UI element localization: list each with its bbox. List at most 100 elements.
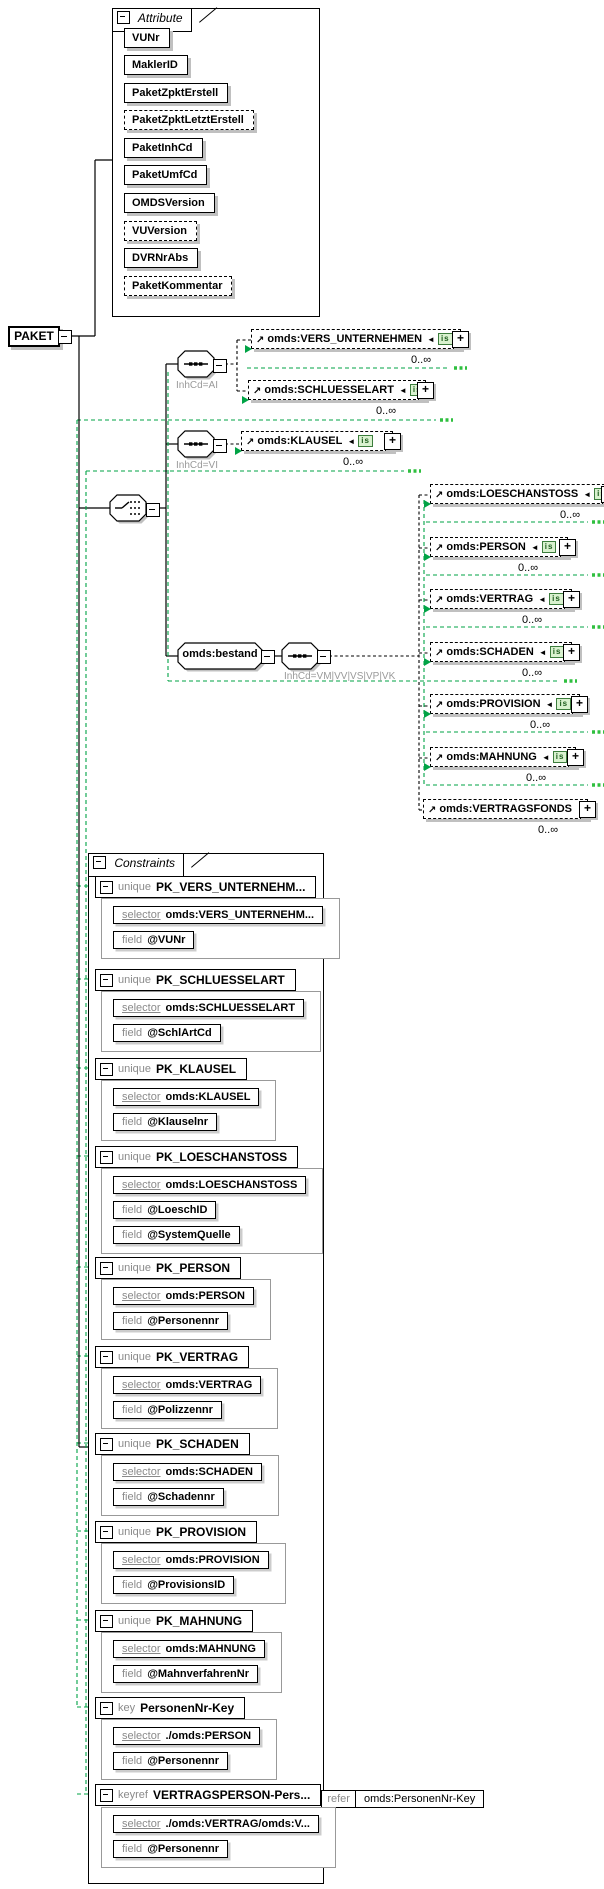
collapse-icon[interactable] [100, 1701, 113, 1715]
field-row[interactable]: field@Schadennr [113, 1487, 224, 1506]
expand-icon[interactable]: + [571, 696, 588, 713]
field-row[interactable]: field@MahnverfahrenNr [113, 1664, 258, 1683]
selector-row[interactable]: selector./omds:PERSON [113, 1726, 261, 1745]
field-row[interactable]: field@Personennr [113, 1751, 229, 1770]
collapse-icon[interactable] [146, 503, 160, 517]
attribute-item[interactable]: PaketUmfCd [124, 165, 208, 185]
collapse-icon[interactable] [100, 1437, 113, 1451]
element-name: omds:SCHLUESSELART [264, 384, 394, 396]
collapse-icon[interactable] [100, 880, 113, 894]
selector-value: omds:VERS_UNTERNEHM... [165, 908, 315, 921]
collapse-icon[interactable] [100, 1150, 113, 1164]
field-row[interactable]: field@Polizzennr [113, 1400, 222, 1419]
constraints-panel-tab[interactable]: Constraints [88, 853, 185, 877]
element-ref-omds-schluesselart[interactable]: ↗omds:SCHLUESSELART◄is+ [248, 380, 434, 400]
attribute-item[interactable]: VUVersion [124, 221, 198, 241]
field-row[interactable]: field@Personennr [113, 1311, 229, 1330]
collapse-icon[interactable] [58, 330, 72, 344]
expand-icon[interactable]: + [559, 539, 576, 556]
selector-row[interactable]: selector./omds:VERTRAG/omds:V... [113, 1814, 319, 1833]
collapse-icon[interactable] [261, 650, 275, 664]
constraint-name: PK_VERS_UNTERNEHM... [156, 880, 306, 894]
collapse-icon[interactable] [317, 650, 331, 664]
collapse-icon[interactable] [213, 359, 227, 373]
expand-icon[interactable]: + [563, 591, 580, 608]
attribute-item[interactable]: DVRNrAbs [124, 248, 199, 268]
identity-constraint-badge: is [552, 751, 568, 763]
attribute-item[interactable]: PaketZpktLetztErstell [124, 110, 254, 130]
attribute-item[interactable]: PaketInhCd [124, 138, 203, 158]
compositor-condition-label: InhCd=AI [176, 380, 218, 391]
field-row[interactable]: field@VUNr [113, 930, 195, 949]
collapse-icon[interactable] [100, 1614, 113, 1628]
attribute-item[interactable]: PaketZpktErstell [124, 83, 229, 103]
collapse-icon[interactable] [100, 1062, 113, 1076]
expand-icon[interactable]: + [567, 749, 584, 766]
element-ref-omds-vertrag[interactable]: ↗omds:VERTRAG◄is+ [430, 589, 580, 609]
field-row[interactable]: field@Klauselnr [113, 1112, 218, 1131]
expand-icon[interactable]: + [601, 486, 604, 503]
expand-icon[interactable]: + [563, 644, 580, 661]
field-row[interactable]: field@SystemQuelle [113, 1225, 240, 1244]
field-row[interactable]: field@ProvisionsID [113, 1575, 235, 1594]
root-element-paket[interactable]: PAKET [8, 326, 60, 347]
collapse-icon[interactable] [117, 11, 130, 24]
field-value: @SchlArtCd [147, 1026, 212, 1039]
element-ref-omds-person[interactable]: ↗omds:PERSON◄is+ [430, 537, 576, 557]
element-ref-omds-vertragsfonds[interactable]: ↗omds:VERTRAGSFONDS+ [423, 799, 596, 819]
field-row[interactable]: field@Personennr [113, 1839, 229, 1858]
element-ref-omds-schaden[interactable]: ↗omds:SCHADEN◄is+ [430, 642, 580, 662]
collapse-icon[interactable] [93, 856, 106, 869]
attribute-item[interactable]: VUNr [124, 28, 170, 48]
element-ref-omds-mahnung[interactable]: ↗omds:MAHNUNG◄is+ [430, 747, 584, 767]
collapse-icon[interactable] [100, 1788, 113, 1802]
attribute-item[interactable]: OMDSVersion [124, 193, 215, 213]
expand-icon[interactable]: + [452, 331, 469, 348]
constraint-name: PK_SCHLUESSELART [156, 973, 285, 987]
element-bestand[interactable]: omds:bestand [178, 648, 262, 660]
identity-constraint-badge: is [549, 593, 564, 605]
expand-icon[interactable]: + [384, 433, 401, 450]
collapse-icon[interactable] [100, 1261, 113, 1275]
collapse-icon[interactable] [100, 973, 113, 987]
expand-icon[interactable]: + [417, 382, 434, 399]
field-keyword: field [122, 1667, 143, 1680]
collapse-icon[interactable] [100, 1525, 113, 1539]
element-ref-omds-loeschanstoss[interactable]: ↗omds:LOESCHANSTOSS◄is+ [430, 484, 604, 504]
field-row[interactable]: field@LoeschID [113, 1200, 217, 1219]
collapse-icon[interactable] [100, 1350, 113, 1364]
element-ref-omds-klausel[interactable]: ↗omds:KLAUSEL◄is+ [241, 431, 401, 451]
element-ref-omds-vers-unternehmen[interactable]: ↗omds:VERS_UNTERNEHMEN◄is+ [251, 329, 469, 349]
field-row[interactable]: field@SchlArtCd [113, 1023, 221, 1042]
occurrence-label: 0..∞ [560, 509, 580, 521]
expand-icon[interactable]: + [579, 801, 596, 818]
attribute-item[interactable]: MaklerID [124, 55, 188, 75]
constraint-name: PK_SCHADEN [156, 1437, 239, 1451]
collapse-icon[interactable] [213, 439, 227, 453]
constraint-kind: unique [118, 1151, 152, 1163]
attribute-item[interactable]: PaketKommentar [124, 276, 233, 296]
element-ref-omds-provision[interactable]: ↗omds:PROVISION◄is+ [430, 694, 588, 714]
